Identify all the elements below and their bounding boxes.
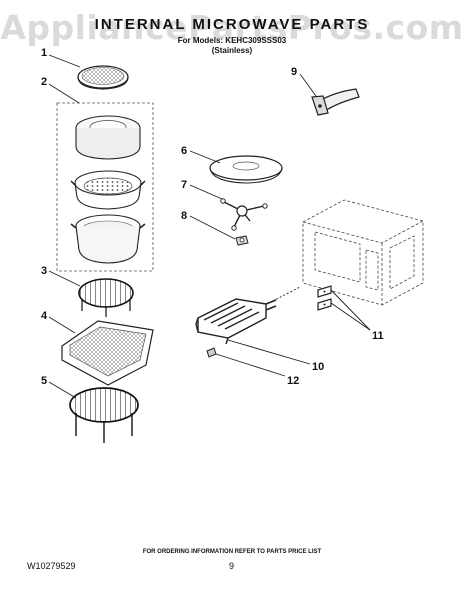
steamer-set-box: [56, 102, 154, 272]
callout-6: 6: [181, 145, 187, 157]
small-grill-rack-part: [78, 278, 134, 317]
steamer-pot-part: [70, 214, 146, 264]
callout-2: 2: [41, 76, 47, 88]
callout-4: 4: [41, 310, 48, 322]
watermark: AppliancePartsPros.com: [0, 8, 464, 47]
tall-grill-rack-part: [69, 387, 139, 443]
callout-11: 11: [372, 330, 384, 342]
rack-clips-part: [317, 285, 332, 311]
crisper-pan-part: [61, 320, 154, 386]
document-number: W10279529: [27, 561, 76, 571]
page-title: INTERNAL MICROWAVE PARTS: [94, 16, 370, 33]
callout-12: 12: [287, 375, 299, 387]
callout-10: 10: [312, 361, 324, 373]
screw-part: [206, 347, 217, 358]
steamer-lid-part: [75, 115, 141, 160]
page-number: 9: [229, 561, 235, 571]
steamer-insert-part: [70, 170, 146, 210]
handle-part: [311, 88, 360, 116]
leader-lines: [48, 54, 371, 399]
mesh-screen-part: [77, 65, 129, 90]
callout-7: 7: [181, 179, 187, 191]
coupler-part: [235, 235, 249, 246]
heating-element-part: [195, 298, 277, 345]
callout-3: 3: [41, 265, 47, 277]
roller-support-part: [220, 198, 268, 231]
callout-1: 1: [41, 47, 47, 59]
callout-8: 8: [181, 210, 187, 222]
ordering-note: FOR ORDERING INFORMATION REFER TO PARTS …: [142, 549, 322, 555]
finish-subtitle: (Stainless): [211, 46, 253, 55]
oven-cavity-outline: [302, 199, 424, 306]
turntable-part: [209, 155, 283, 184]
callout-5: 5: [41, 375, 47, 387]
callout-9: 9: [291, 66, 297, 78]
model-subtitle: For Models: KEHC309SSS03: [177, 36, 287, 45]
